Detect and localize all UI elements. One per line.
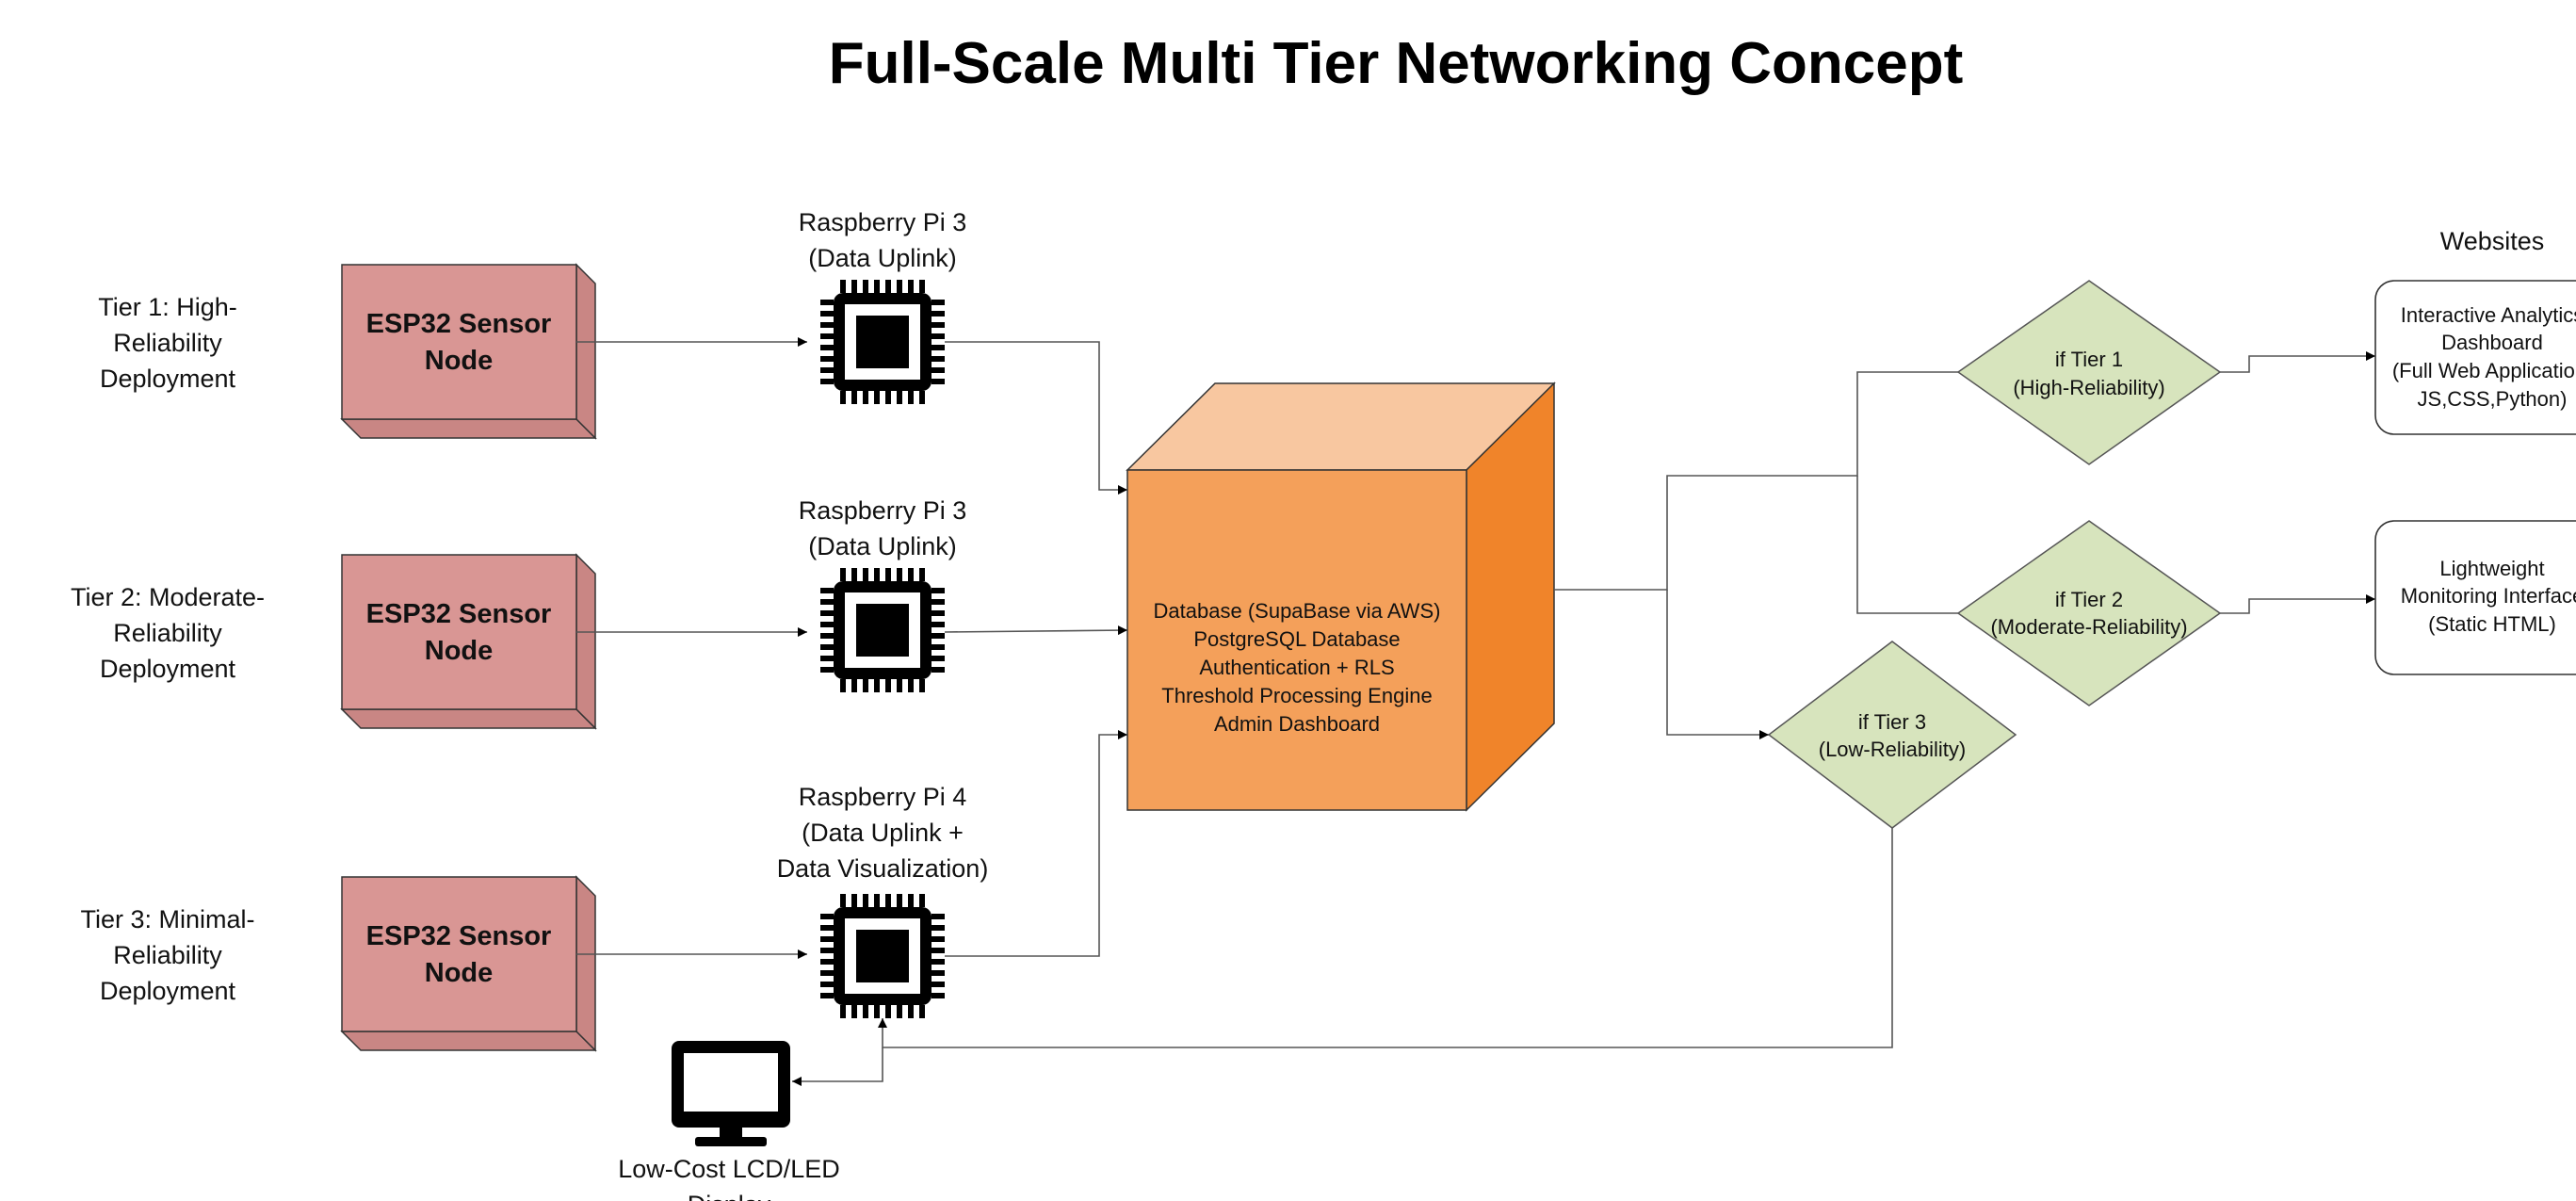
esp32-sensor-node-3: ESP32 Sensor Node bbox=[340, 875, 597, 1052]
connector-pi1-db bbox=[945, 341, 1127, 495]
monitor-icon bbox=[672, 1041, 790, 1146]
svg-text:Dashboard: Dashboard bbox=[2441, 331, 2543, 354]
svg-text:(Data Uplink): (Data Uplink) bbox=[808, 244, 957, 272]
connector-db-decisions bbox=[1554, 371, 1958, 591]
svg-text:Lightweight: Lightweight bbox=[2439, 557, 2544, 580]
svg-text:Display: Display bbox=[688, 1191, 771, 1201]
svg-text:Raspberry Pi 4: Raspberry Pi 4 bbox=[799, 783, 967, 811]
svg-text:Reliability: Reliability bbox=[113, 941, 222, 969]
microchip-icon bbox=[820, 568, 945, 692]
svg-text:Admin Dashboard: Admin Dashboard bbox=[1214, 712, 1380, 736]
connector-db-tier2 bbox=[1856, 476, 1958, 614]
svg-text:Data Visualization): Data Visualization) bbox=[777, 854, 989, 883]
svg-text:Threshold Processing Engine: Threshold Processing Engine bbox=[1161, 684, 1432, 707]
svg-text:Reliability: Reliability bbox=[113, 619, 222, 647]
microchip-icon bbox=[820, 280, 945, 404]
website-interactive-dashboard: Interactive Analytics Dashboard (Full We… bbox=[2374, 280, 2576, 435]
svg-text:(High-Reliability): (High-Reliability) bbox=[2013, 376, 2164, 399]
svg-text:PostgreSQL Database: PostgreSQL Database bbox=[1193, 627, 1400, 651]
svg-text:(Full Web Application:: (Full Web Application: bbox=[2392, 359, 2576, 382]
svg-text:Database (SupaBase via AWS): Database (SupaBase via AWS) bbox=[1154, 599, 1441, 623]
display-label: Low-Cost LCD/LED Display bbox=[618, 1155, 840, 1201]
microchip-icon bbox=[820, 894, 945, 1018]
diagram-title: Full-Scale Multi Tier Networking Concept bbox=[829, 31, 1964, 96]
svg-text:if Tier 2: if Tier 2 bbox=[2055, 588, 2123, 611]
svg-text:if Tier 3: if Tier 3 bbox=[1858, 710, 1926, 734]
svg-text:Tier 1: High-: Tier 1: High- bbox=[98, 293, 237, 321]
svg-text:if Tier 1: if Tier 1 bbox=[2055, 348, 2123, 371]
svg-text:ESP32 Sensor: ESP32 Sensor bbox=[366, 921, 552, 951]
connector-pi3-db bbox=[945, 730, 1127, 957]
connector-pi2-db bbox=[944, 625, 1128, 636]
svg-text:Deployment: Deployment bbox=[100, 365, 236, 393]
svg-text:JS,CSS,Python): JS,CSS,Python) bbox=[2418, 387, 2568, 411]
connector-tier2-interface bbox=[2220, 594, 2375, 614]
svg-text:Raspberry Pi 3: Raspberry Pi 3 bbox=[799, 496, 967, 525]
svg-text:Monitoring Interface: Monitoring Interface bbox=[2401, 584, 2576, 608]
svg-text:Tier 3: Minimal-: Tier 3: Minimal- bbox=[80, 905, 254, 933]
svg-text:Interactive Analytics: Interactive Analytics bbox=[2401, 303, 2576, 327]
uplink-label-1: Raspberry Pi 3 (Data Uplink) bbox=[799, 208, 967, 272]
svg-text:(Data Uplink): (Data Uplink) bbox=[808, 532, 957, 560]
connectors bbox=[576, 337, 2375, 1086]
svg-text:(Moderate-Reliability): (Moderate-Reliability) bbox=[1990, 615, 2187, 639]
tier-label-1: Tier 1: High- Reliability Deployment bbox=[98, 293, 237, 393]
svg-text:Tier 2: Moderate-: Tier 2: Moderate- bbox=[71, 583, 265, 611]
uplink-label-3: Raspberry Pi 4 (Data Uplink + Data Visua… bbox=[777, 783, 989, 883]
decision-tier-2: if Tier 2 (Moderate-Reliability) bbox=[1956, 520, 2222, 706]
svg-text:Node: Node bbox=[425, 958, 494, 988]
database-cube: Database (SupaBase via AWS) PostgreSQL D… bbox=[1126, 381, 1556, 812]
svg-text:Deployment: Deployment bbox=[100, 977, 236, 1005]
connector-tier1-dashboard bbox=[2220, 351, 2375, 373]
svg-text:(Static HTML): (Static HTML) bbox=[2428, 612, 2556, 636]
svg-text:Node: Node bbox=[425, 636, 494, 666]
decision-tier-3: if Tier 3 (Low-Reliability) bbox=[1767, 641, 2017, 829]
svg-text:ESP32 Sensor: ESP32 Sensor bbox=[366, 309, 552, 339]
website-lightweight-interface: Lightweight Monitoring Interface (Static… bbox=[2374, 520, 2576, 675]
websites-header: Websites bbox=[2440, 227, 2545, 255]
svg-text:Authentication + RLS: Authentication + RLS bbox=[1199, 656, 1394, 679]
uplink-label-2: Raspberry Pi 3 (Data Uplink) bbox=[799, 496, 967, 560]
tier-label-2: Tier 2: Moderate- Reliability Deployment bbox=[71, 583, 265, 683]
svg-text:(Low-Reliability): (Low-Reliability) bbox=[1819, 738, 1966, 761]
svg-text:(Data Uplink +: (Data Uplink + bbox=[802, 819, 964, 847]
svg-text:Deployment: Deployment bbox=[100, 655, 236, 683]
esp32-sensor-node-2: ESP32 Sensor Node bbox=[340, 553, 597, 730]
connector-pi4-display bbox=[792, 1047, 883, 1086]
svg-text:ESP32 Sensor: ESP32 Sensor bbox=[366, 599, 552, 629]
connector-db-tier3 bbox=[1666, 590, 1769, 739]
decision-tier-1: if Tier 1 (High-Reliability) bbox=[1956, 280, 2222, 465]
svg-text:Reliability: Reliability bbox=[113, 329, 222, 357]
svg-text:Low-Cost LCD/LED: Low-Cost LCD/LED bbox=[618, 1155, 840, 1183]
svg-text:Node: Node bbox=[425, 346, 494, 376]
tier-label-3: Tier 3: Minimal- Reliability Deployment bbox=[80, 905, 254, 1005]
esp32-sensor-node-1: ESP32 Sensor Node bbox=[340, 263, 597, 440]
svg-text:Raspberry Pi 3: Raspberry Pi 3 bbox=[799, 208, 967, 236]
connector-tier3-pi4 bbox=[878, 828, 1893, 1048]
